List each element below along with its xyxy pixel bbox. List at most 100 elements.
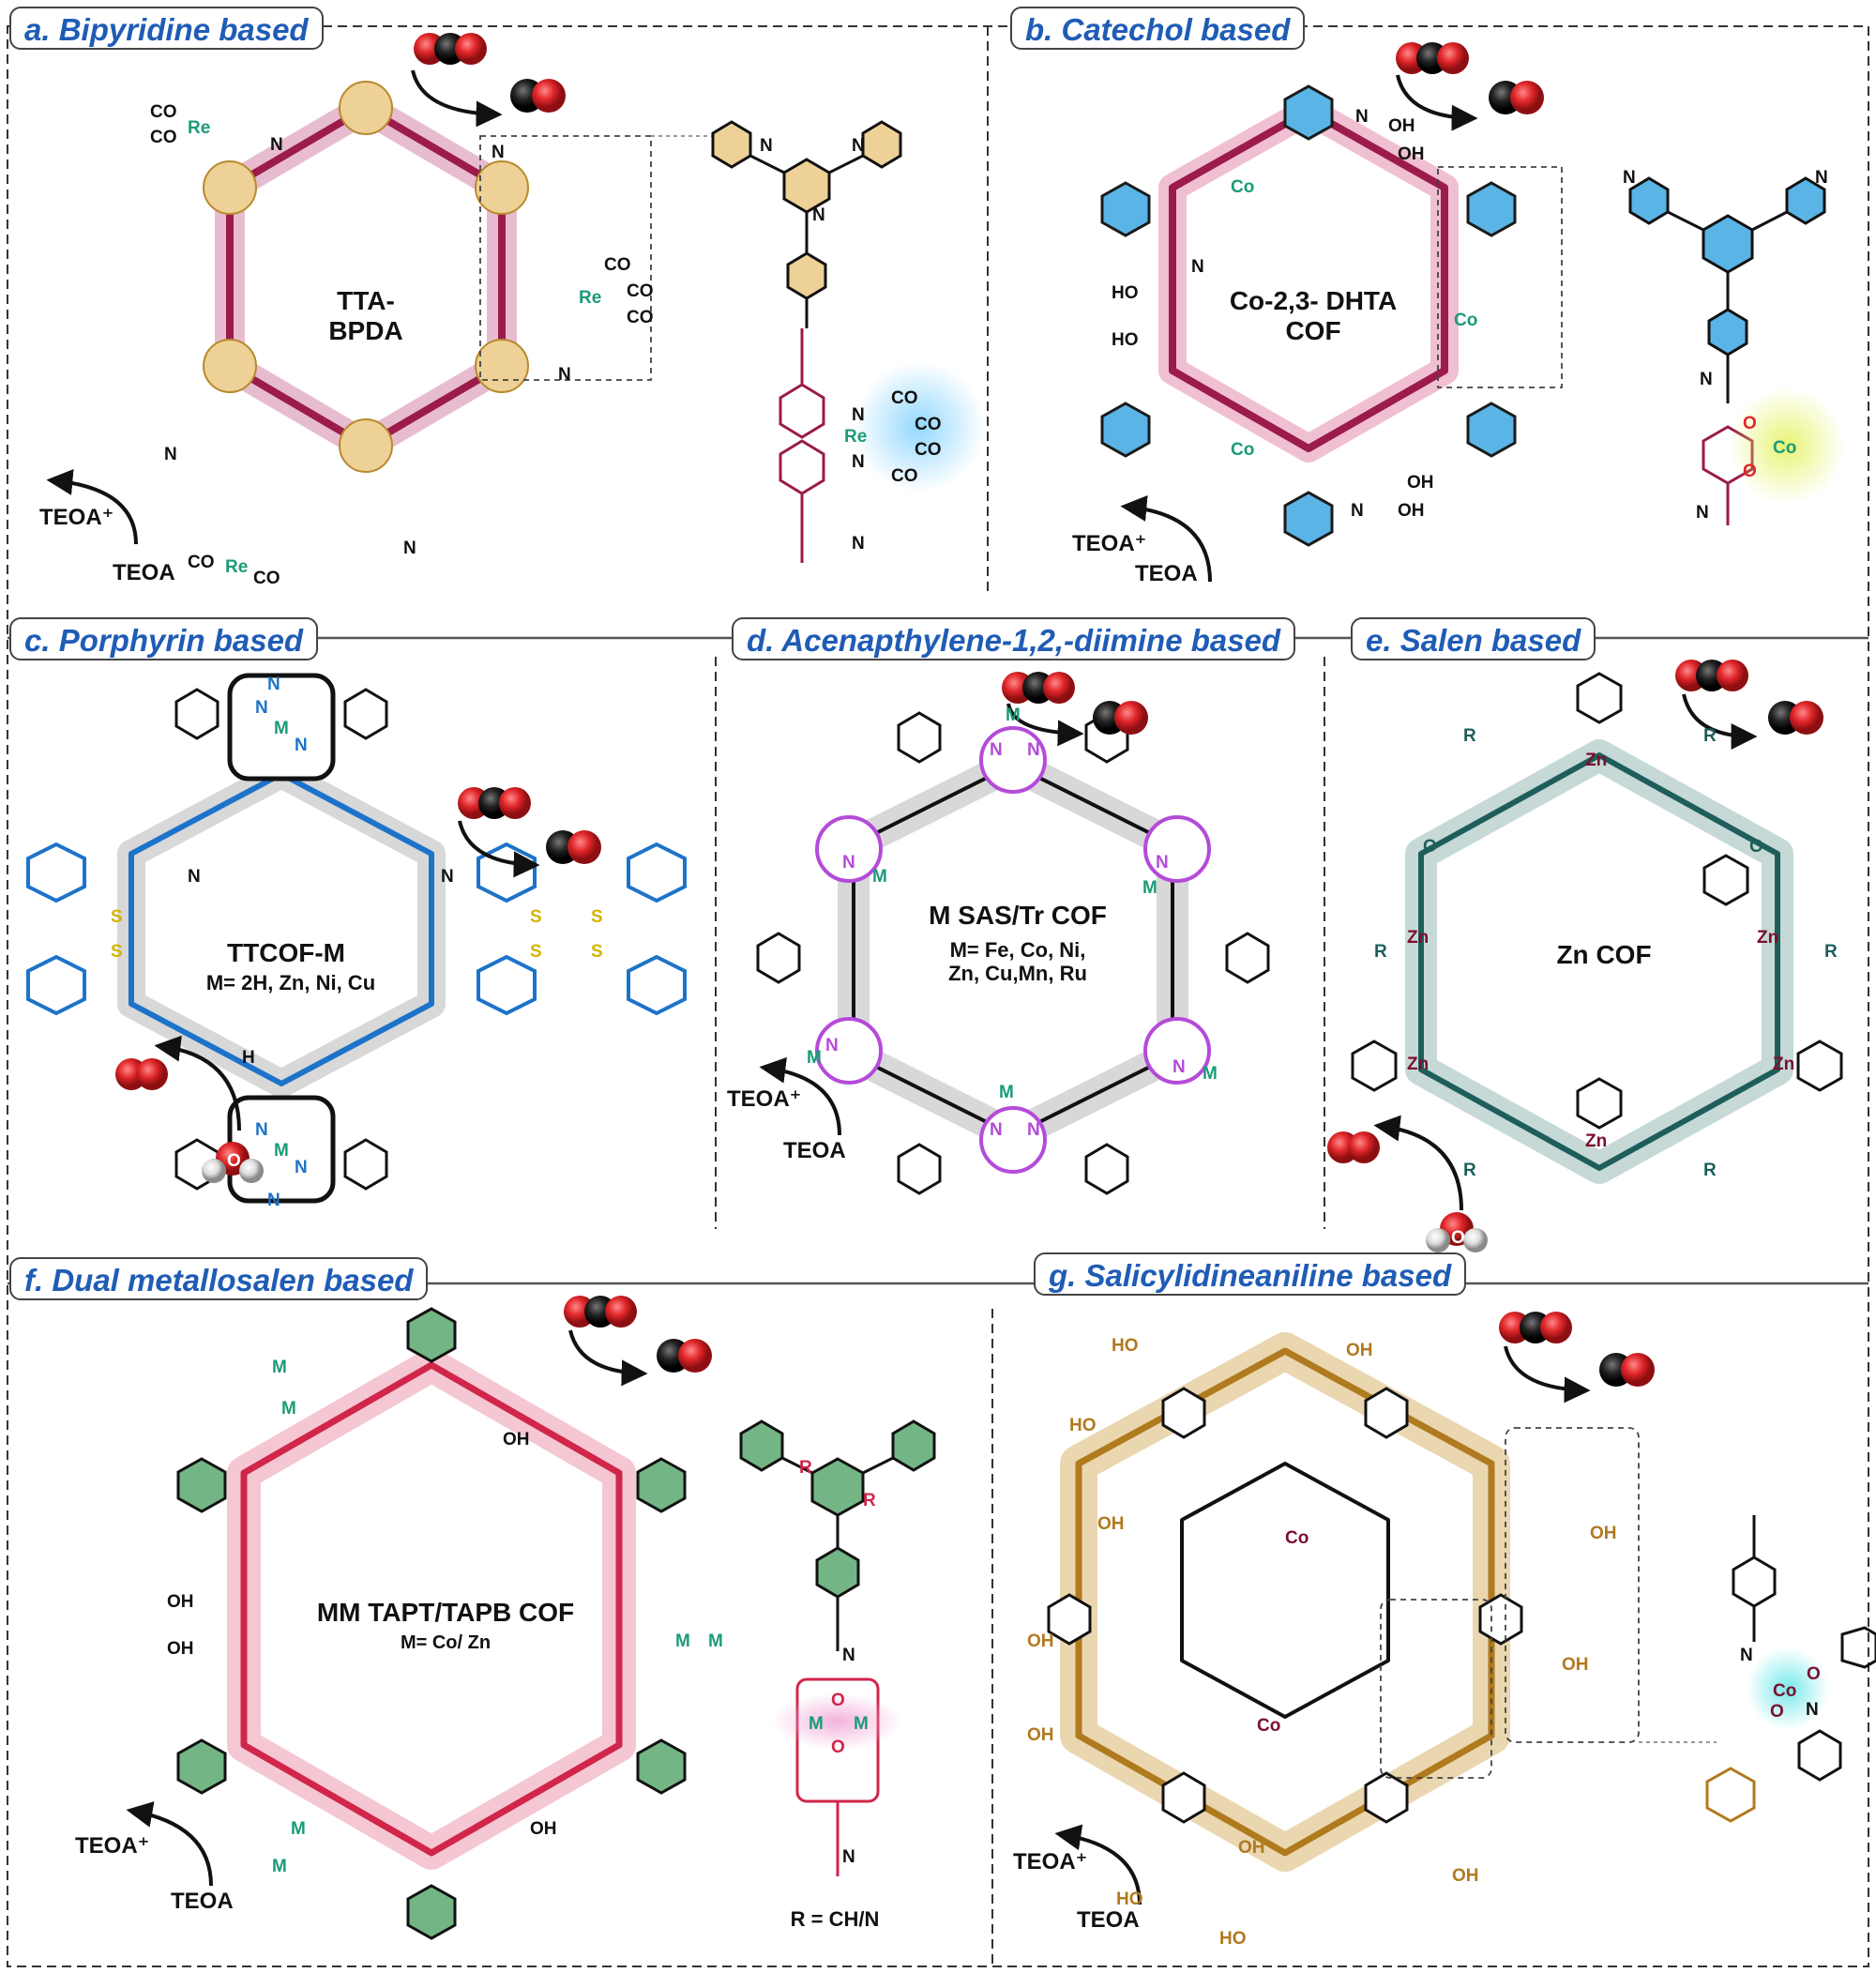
bipy-a-2 bbox=[779, 439, 825, 495]
m-atom-d-1: M bbox=[1006, 706, 1021, 725]
panel-tag-g: g. Salicylidineaniline based bbox=[1034, 1252, 1467, 1296]
co-ligand-a-1: CO bbox=[891, 388, 918, 408]
m-atom-f-6: M bbox=[272, 1857, 287, 1876]
framework-c bbox=[26, 673, 687, 1204]
zn-atom-e-4: Zn bbox=[1407, 1055, 1429, 1074]
teoa-g: TEOA bbox=[1077, 1907, 1140, 1933]
n-atom-b-6: N bbox=[1700, 370, 1713, 389]
framework-f bbox=[176, 1307, 687, 1940]
benzo-ring-g bbox=[1840, 1626, 1876, 1669]
n-atom-b-1: N bbox=[1355, 107, 1369, 127]
triazine-d-4 bbox=[1225, 932, 1270, 984]
framework-b-ring bbox=[1169, 107, 1448, 452]
m-atom-f-8: M bbox=[854, 1714, 869, 1734]
monomer-g bbox=[1705, 1515, 1876, 1823]
metal-note-d: M= Fe, Co, Ni, Zn, Cu,Mn, Ru bbox=[948, 938, 1087, 986]
n-atom-b-5: N bbox=[1623, 168, 1636, 188]
framework-e-ring bbox=[1418, 752, 1780, 1171]
oh-atom-g-6: OH bbox=[1562, 1655, 1589, 1675]
r-note-f: R = CH/N bbox=[790, 1907, 880, 1931]
cyclohexyl-e-4 bbox=[1576, 1077, 1623, 1130]
co-o-c bbox=[567, 830, 601, 864]
aryl-c-top-1 bbox=[174, 688, 219, 740]
panel-g-salicylidineaniline: Co Co Co O O N N HO OH HO OH OH OH OH OH… bbox=[1027, 1312, 1876, 1949]
arrow-teoa-a bbox=[46, 469, 138, 545]
zn-atom-e-5: Zn bbox=[1773, 1055, 1794, 1074]
panel-d-acenaphthylene: M M M M M M N N N N N N N N bbox=[756, 672, 1270, 1195]
node-b-1 bbox=[1283, 84, 1334, 141]
acenaph-d-2 bbox=[1143, 815, 1211, 883]
outer-frame bbox=[7, 25, 1869, 1967]
aryl-f-1 bbox=[739, 1419, 784, 1472]
cyclohexyl-e-3 bbox=[1796, 1040, 1843, 1092]
n-atom-a-8: N bbox=[812, 205, 825, 225]
m-atom-f-5: M bbox=[291, 1819, 306, 1839]
n-atom-d-3: N bbox=[1156, 853, 1169, 873]
ho-atom-g-4: HO bbox=[1219, 1929, 1247, 1949]
cof-label-c: TTCOF-M bbox=[227, 938, 345, 967]
framework-c-shadow bbox=[117, 760, 446, 1098]
panel-b-catechol: Co Co Co Co O O OH OH HO HO OH OH N N N … bbox=[1100, 42, 1845, 583]
oh-atom-b-2: OH bbox=[1398, 144, 1425, 164]
node-a-1 bbox=[339, 81, 393, 135]
s-atom-c-3: S bbox=[530, 907, 542, 927]
arrow-teoa-f bbox=[126, 1801, 213, 1887]
o2-o2-e bbox=[1348, 1131, 1380, 1163]
cyclohexyl-e-5 bbox=[1351, 1040, 1398, 1092]
framework-g bbox=[1047, 1332, 1523, 1872]
n-atom-d-4: N bbox=[1172, 1057, 1186, 1077]
triazine-d-3 bbox=[756, 932, 801, 984]
acenaph-d-6 bbox=[815, 815, 883, 883]
ho-atom-b-1: HO bbox=[1112, 283, 1139, 303]
n-atom-a-3: N bbox=[558, 365, 571, 385]
node-f-5 bbox=[176, 1738, 227, 1795]
aryl-c-left-2 bbox=[26, 954, 86, 1016]
co2-o2-g bbox=[1540, 1312, 1572, 1343]
oh-atom-g-7: OH bbox=[1452, 1866, 1479, 1886]
spheres-a bbox=[46, 33, 566, 545]
h-atom-c-1: H bbox=[242, 1048, 255, 1068]
monomer-a bbox=[711, 120, 902, 563]
aryl-a-3 bbox=[786, 251, 827, 300]
teoa-plus-g: TEOA⁺ bbox=[1013, 1849, 1088, 1874]
teoa-b: TEOA bbox=[1135, 561, 1198, 586]
co-o-b bbox=[1510, 81, 1544, 114]
co-ligand-a-9: CO bbox=[150, 128, 177, 147]
framework-f-ring bbox=[240, 1361, 623, 1857]
co-ligand-a-3: CO bbox=[915, 440, 942, 460]
acenaph-d-4 bbox=[979, 1106, 1047, 1174]
atoms-a: Re Re Re Re CO CO CO CO CO CO CO CO CO C… bbox=[150, 102, 942, 588]
n-atom-c-7: N bbox=[188, 867, 201, 887]
phenyl-g bbox=[1797, 1729, 1842, 1782]
panel-a-bipyridine: Re Re Re Re CO CO CO CO CO CO CO CO CO C… bbox=[46, 33, 985, 588]
m-atom-c-2: M bbox=[274, 1141, 289, 1161]
triazine-a bbox=[782, 158, 831, 214]
h2o-h1-c bbox=[202, 1159, 226, 1183]
co2-o2-e bbox=[1717, 660, 1748, 691]
node-f-2 bbox=[636, 1457, 687, 1513]
oh-atom-g-3: OH bbox=[1590, 1524, 1617, 1543]
panel-tag-b: b. Catechol based bbox=[1010, 7, 1306, 50]
m-atom-f-2: M bbox=[281, 1399, 296, 1419]
co2-o2-d bbox=[1043, 672, 1075, 704]
framework-g-ring bbox=[1075, 1347, 1495, 1857]
h2o-h1-e bbox=[1426, 1228, 1450, 1252]
r-atom-e-1: R bbox=[1703, 726, 1717, 746]
node-f-1 bbox=[406, 1307, 457, 1363]
aniline-g-6 bbox=[1364, 1771, 1409, 1824]
m-atom-f-4: M bbox=[708, 1632, 723, 1651]
spheres-g bbox=[1054, 1312, 1655, 1905]
salicyl-ring-g bbox=[1705, 1767, 1756, 1823]
h2o-h2-c bbox=[239, 1159, 264, 1183]
node-f-3 bbox=[636, 1738, 687, 1795]
panel-tag-e: e. Salen based bbox=[1351, 617, 1596, 660]
aryl-c-left-1 bbox=[26, 842, 86, 903]
arrow-co2-f bbox=[568, 1329, 648, 1387]
o2-o2-c bbox=[136, 1058, 168, 1090]
arrow-teoa-g bbox=[1054, 1824, 1142, 1905]
co-atom-g-3: Co bbox=[1773, 1681, 1796, 1701]
panel-e-salen: Zn Zn Zn Zn Zn Zn R R R R R R O O O bbox=[1327, 660, 1843, 1252]
co-o-e bbox=[1790, 701, 1823, 735]
spheres-d bbox=[759, 672, 1148, 1136]
atoms-e: Zn Zn Zn Zn Zn Zn R R R R R R O O O bbox=[1374, 726, 1838, 1248]
